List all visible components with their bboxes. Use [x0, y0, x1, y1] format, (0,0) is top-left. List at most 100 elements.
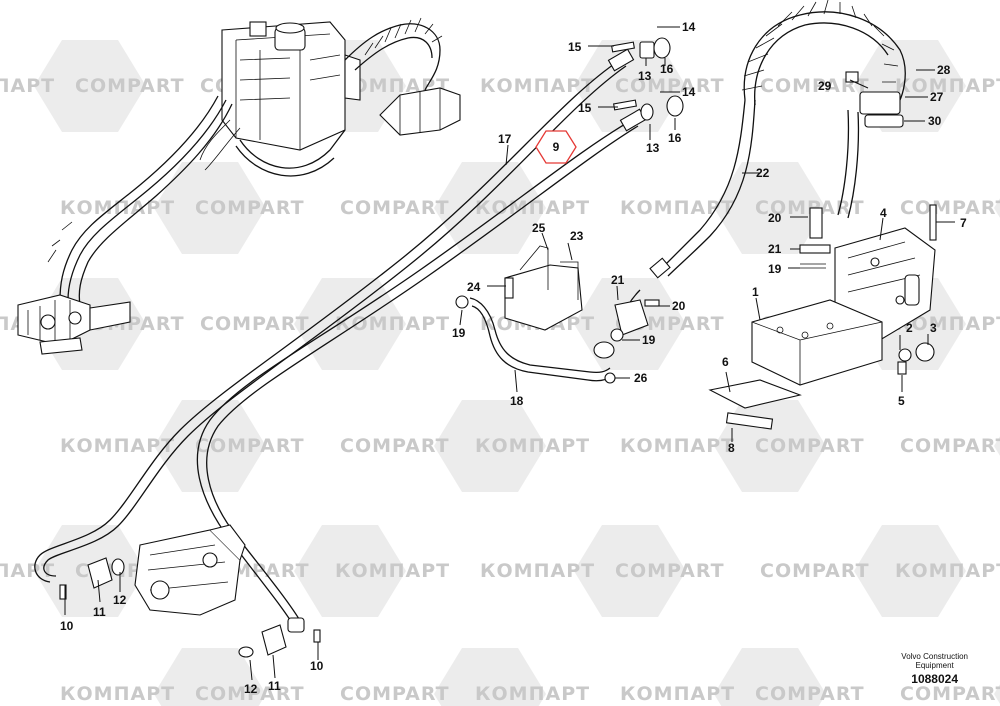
watermark-logo-hexagon — [994, 684, 1000, 704]
callout-4[interactable]: 4 — [880, 206, 887, 220]
watermark-logo-hexagon — [854, 525, 966, 617]
callout-14-top[interactable]: 14 — [682, 20, 696, 34]
callout-labels[interactable]: 9 15 14 13 16 15 14 13 16 17 22 29 28 27… — [60, 20, 967, 696]
callout-3[interactable]: 3 — [930, 321, 937, 335]
watermark-text: COMPART — [195, 683, 305, 705]
callout-11-bottom[interactable]: 11 — [268, 679, 281, 693]
watermark-text: КОМПАРТ — [620, 683, 735, 705]
callout-12-bottom[interactable]: 12 — [244, 682, 258, 696]
callout-6[interactable]: 6 — [722, 355, 729, 369]
callout-7[interactable]: 7 — [960, 216, 967, 230]
document-footer: Volvo Construction Equipment 1088024 — [901, 652, 968, 686]
callout-9-highlight-frame — [535, 130, 577, 164]
watermark-text: КОМПАРТ — [895, 75, 1000, 97]
watermark-logo-hexagon — [34, 40, 146, 132]
callout-15-mid[interactable]: 15 — [578, 101, 592, 115]
watermark-text: COMPART — [75, 75, 185, 97]
watermark-text: КОМПАРТ — [0, 560, 55, 582]
watermark-text: COMPART — [615, 560, 725, 582]
watermark-logo-hexagon — [434, 162, 546, 254]
callout-13-top[interactable]: 13 — [638, 69, 652, 83]
callout-9[interactable]: 9 — [553, 140, 560, 154]
fittings-top — [607, 37, 684, 132]
callout-25[interactable]: 25 — [532, 221, 546, 235]
callout-21-right[interactable]: 21 — [768, 242, 782, 256]
watermark-logo-hexagon — [994, 198, 1000, 218]
callout-16-mid[interactable]: 16 — [668, 131, 682, 145]
watermark-logo-hexagon — [714, 648, 826, 706]
callout-30[interactable]: 30 — [928, 114, 942, 128]
callout-15-top[interactable]: 15 — [568, 40, 582, 54]
watermark-text: COMPART — [755, 197, 865, 219]
hose-17 — [34, 59, 627, 583]
callout-13-mid[interactable]: 13 — [646, 141, 660, 155]
document-number: 1088024 — [911, 672, 958, 686]
watermark-text: COMPART — [760, 75, 870, 97]
watermark-text: COMPART — [200, 313, 310, 335]
watermark-logo-hexagon — [994, 436, 1000, 456]
watermark-text: КОМПАРТ — [475, 435, 590, 457]
callout-28[interactable]: 28 — [937, 63, 951, 77]
watermark-text: КОМПАРТ — [895, 313, 1000, 335]
watermark-logo-hexagon — [154, 400, 266, 492]
coiled-hose-right — [741, 0, 906, 128]
watermark-text: COMPART — [195, 197, 305, 219]
manufacturer-name-line2: Equipment — [915, 661, 954, 670]
watermark-logo-hexagon — [574, 525, 686, 617]
watermark-logo-hexagon — [574, 40, 686, 132]
watermark-text: COMPART — [340, 435, 450, 457]
callout-20-left[interactable]: 20 — [672, 299, 686, 313]
watermark-logo-hexagon — [714, 162, 826, 254]
connector-block — [17, 294, 131, 355]
watermark-text: COMPART — [755, 435, 865, 457]
callout-1[interactable]: 1 — [752, 285, 759, 299]
leader-lines — [64, 26, 955, 681]
callout-2[interactable]: 2 — [906, 321, 913, 335]
pump — [134, 524, 246, 616]
callout-5[interactable]: 5 — [898, 394, 905, 408]
callout-14-mid[interactable]: 14 — [682, 85, 696, 99]
callout-19-mid[interactable]: 19 — [642, 333, 656, 347]
callout-17[interactable]: 17 — [498, 132, 512, 146]
watermark-text: КОМПАРТ — [895, 560, 1000, 582]
watermark-text: COMPART — [900, 683, 1000, 705]
callout-19-right[interactable]: 19 — [768, 262, 782, 276]
watermark-text: КОМПАРТ — [60, 435, 175, 457]
callout-26[interactable]: 26 — [634, 371, 648, 385]
watermark-text: КОМПАРТ — [475, 683, 590, 705]
bracket-and-valve — [708, 204, 937, 430]
watermark-logo-hexagon — [294, 525, 406, 617]
watermark-text: COMPART — [900, 197, 1000, 219]
callout-24[interactable]: 24 — [467, 280, 481, 294]
callout-20-right[interactable]: 20 — [768, 211, 782, 225]
callout-10-bottom[interactable]: 10 — [310, 659, 324, 673]
watermark-text: COMPART — [340, 197, 450, 219]
watermark-logo-hexagon — [434, 400, 546, 492]
callout-23[interactable]: 23 — [570, 229, 584, 243]
watermark-text: КОМПАРТ — [60, 197, 175, 219]
callout-18[interactable]: 18 — [510, 394, 524, 408]
watermark-text: КОМПАРТ — [475, 197, 590, 219]
callout-27[interactable]: 27 — [930, 90, 944, 104]
watermark-logo-hexagon — [434, 648, 546, 706]
callout-22[interactable]: 22 — [756, 166, 770, 180]
watermark-logo-hexagon — [154, 162, 266, 254]
watermark-text: COMPART — [340, 683, 450, 705]
callout-21-left[interactable]: 21 — [611, 273, 625, 287]
coiled-hose-top — [344, 17, 461, 136]
manufacturer-name-line1: Volvo Construction — [901, 652, 968, 661]
callout-12-left[interactable]: 12 — [113, 593, 127, 607]
callout-10-left[interactable]: 10 — [60, 619, 74, 633]
callout-16-top[interactable]: 16 — [660, 62, 674, 76]
watermark-text: COMPART — [755, 683, 865, 705]
callout-8[interactable]: 8 — [728, 441, 735, 455]
watermark-text: КОМПАРТ — [0, 75, 55, 97]
watermark-text: COMPART — [195, 435, 305, 457]
callout-11-left[interactable]: 11 — [93, 605, 106, 619]
callout-19-left[interactable]: 19 — [452, 326, 466, 340]
pipe-18-assembly — [455, 245, 660, 384]
watermark-text: КОМПАРТ — [335, 560, 450, 582]
callout-29[interactable]: 29 — [818, 79, 832, 93]
